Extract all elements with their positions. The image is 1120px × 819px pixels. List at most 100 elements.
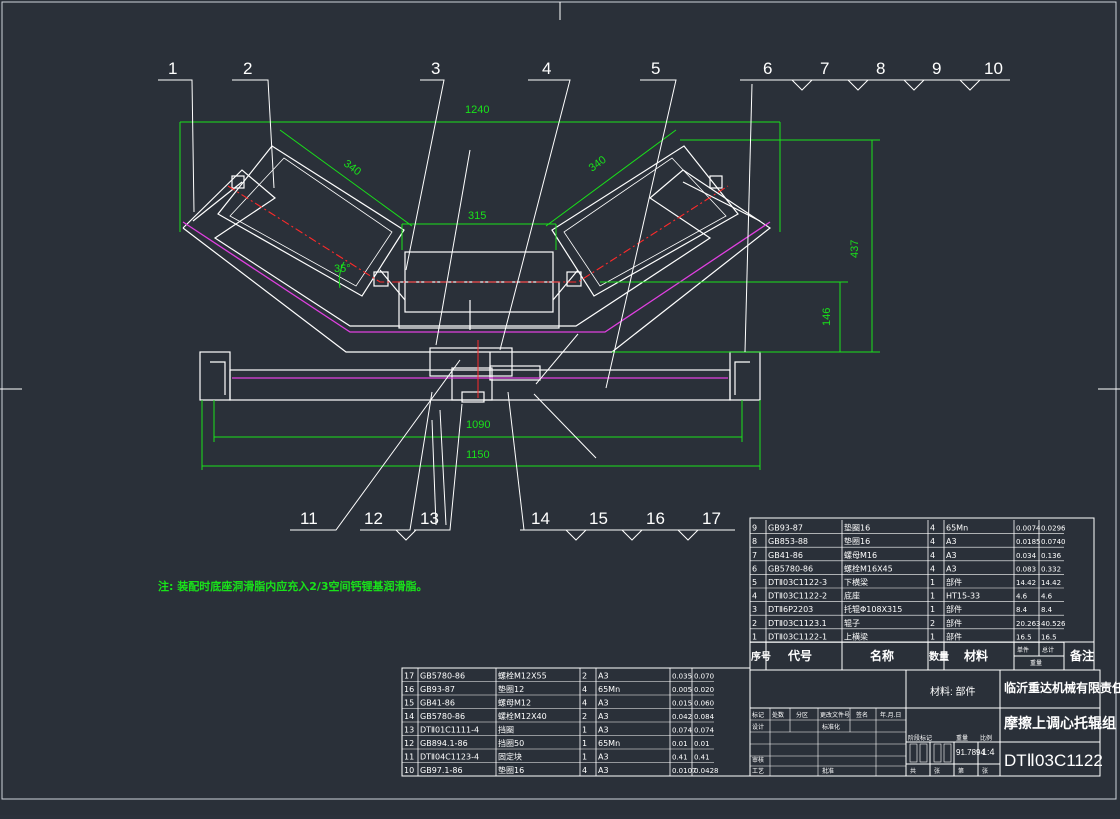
bom-cell: 0.035 xyxy=(672,673,692,681)
bom-cell: 10 xyxy=(404,766,414,775)
bom-cell: A3 xyxy=(946,551,957,560)
bom-cell: DTⅡ03C1122-1 xyxy=(768,632,827,641)
bom-cell: 0.084 xyxy=(694,713,715,721)
balloon-10: 10 xyxy=(984,59,1003,78)
tb-cell-p: 张 xyxy=(934,767,940,775)
bom-cell: 上横梁 xyxy=(844,631,868,641)
balloon-15: 15 xyxy=(589,509,608,528)
bom-cell: 0.01 xyxy=(672,740,688,748)
dim-side-right: 340 xyxy=(587,154,609,174)
bom-cell: 14 xyxy=(404,712,414,721)
dimensions xyxy=(179,121,880,470)
bom-cell: DTⅡ03C1122-2 xyxy=(768,592,827,601)
balloon-7: 7 xyxy=(820,59,829,78)
bom-cell: 辊子 xyxy=(844,618,860,628)
balloon-6: 6 xyxy=(763,59,772,78)
assembly-note: 注: 装配时底座洞滑脂内应充入2/3空间钙锂基润滑脂。 xyxy=(158,580,428,593)
bom-hdr-total: 总计 xyxy=(1042,646,1054,654)
bom-cell: A3 xyxy=(946,564,957,573)
bom-cell: 部件 xyxy=(946,604,962,614)
balloon-13: 13 xyxy=(420,509,439,528)
bom-cell: GB41-86 xyxy=(420,699,455,708)
bom-cell: 11 xyxy=(404,753,414,762)
bom-cell: 7 xyxy=(752,551,757,560)
bom-cell: GB41-86 xyxy=(768,551,803,560)
bom-cell: 8 xyxy=(752,537,757,546)
balloon-16: 16 xyxy=(646,509,665,528)
balloon-12: 12 xyxy=(364,509,383,528)
bom-cell: 8.4 xyxy=(1016,606,1028,614)
tb-cell-h: 标准化 xyxy=(822,723,840,731)
bom-cell: 1 xyxy=(930,592,935,601)
balloon-2: 2 xyxy=(243,59,252,78)
roller-centerline xyxy=(227,185,729,283)
bom-cell: DTⅡ03C1122-3 xyxy=(768,578,827,587)
bom-cell: 12 xyxy=(404,739,414,748)
bom-cell: DTⅡ04C1123-4 xyxy=(420,753,479,762)
title-company: 临沂重达机械有限责任公司 xyxy=(1004,680,1120,695)
dim-base-outer: 1150 xyxy=(466,449,490,461)
dim-side-left: 340 xyxy=(341,158,363,178)
balloon-14: 14 xyxy=(531,509,550,528)
bom-cell: 0.034 xyxy=(1016,552,1037,560)
lower-frame xyxy=(199,300,761,403)
balloon-5: 5 xyxy=(651,59,660,78)
bom-cell: 部件 xyxy=(946,577,962,587)
bom-cell: 螺栓M12X40 xyxy=(498,711,547,721)
dim-height-low: 146 xyxy=(821,308,833,326)
bom-cell: 16.5 xyxy=(1016,633,1032,641)
bom-cell: A3 xyxy=(946,537,957,546)
balloon-4: 4 xyxy=(542,59,551,78)
bom-cell: 螺母M12 xyxy=(498,698,531,708)
title-drawing-number: DTⅡ03C1122 xyxy=(1004,751,1103,770)
upper-frame xyxy=(182,145,772,353)
bom-hdr-weight: 重量 xyxy=(1030,659,1042,667)
bom-cell: 4 xyxy=(582,766,587,775)
tb-cell-k: 比例 xyxy=(980,734,992,742)
bom-cell: 固定块 xyxy=(498,752,522,762)
balloon-11: 11 xyxy=(300,509,318,528)
bom-cell: 4 xyxy=(582,699,587,708)
bom-cell: 下横梁 xyxy=(844,577,868,587)
bom-cell: GB5780-86 xyxy=(420,672,465,681)
bom-cell: GB97.1-86 xyxy=(420,766,463,775)
bom-cell: 2 xyxy=(930,619,935,628)
tb-cell-g: 设计 xyxy=(752,723,764,731)
bom-hdr-remark: 备注 xyxy=(1069,648,1094,663)
tb-cell-a: 标记 xyxy=(752,711,764,719)
tb-cell-e: 签名 xyxy=(856,711,868,719)
bom-cell: 2 xyxy=(752,619,757,628)
bom-cell: 螺栓M12X55 xyxy=(498,671,547,681)
tb-cell-j: 重量 xyxy=(956,734,968,742)
bom-cell: 0.136 xyxy=(1041,552,1062,560)
bom-cell: GB894.1-86 xyxy=(420,739,468,748)
bom-cell: 0.042 xyxy=(672,713,692,721)
bom-cell: 0.0740 xyxy=(1041,538,1066,546)
bom-cell: 20.263 xyxy=(1016,620,1041,628)
bom-cell: 部件 xyxy=(946,631,962,641)
bom-cell: 0.020 xyxy=(694,686,714,694)
bom-cell: 0.01 xyxy=(694,740,710,748)
bom-cell: 1 xyxy=(930,578,935,587)
bom-cell: 托辊Φ108X315 xyxy=(844,604,902,614)
bom-cell: DTⅡ03C1123.1 xyxy=(768,619,827,628)
tb-cell-m: 工艺 xyxy=(752,767,764,775)
bom-hdr-code: 代号 xyxy=(787,648,812,663)
bom-cell: 9 xyxy=(752,524,757,533)
bom-cell: 1 xyxy=(582,739,587,748)
bom-hdr-seq: 序号 xyxy=(751,650,771,663)
bom-cell: DTⅡ6P2203 xyxy=(768,605,813,614)
tb-cell-o: 共 xyxy=(910,767,916,775)
bom-cell: 0.0074 xyxy=(1016,525,1041,533)
bom-cell: GB93-87 xyxy=(768,524,803,533)
title-part-name: 摩擦上调心托辊组 xyxy=(1004,715,1116,731)
tb-cell-b: 处数 xyxy=(772,711,784,719)
bom-cell: 2 xyxy=(582,672,587,681)
bom-cell: 垫圈16 xyxy=(844,536,870,546)
bom-cell: 挡圈50 xyxy=(498,738,524,748)
bom-cell: 0.41 xyxy=(672,754,688,762)
balloon-17: 17 xyxy=(702,509,721,528)
bom-cell: 4 xyxy=(930,564,935,573)
